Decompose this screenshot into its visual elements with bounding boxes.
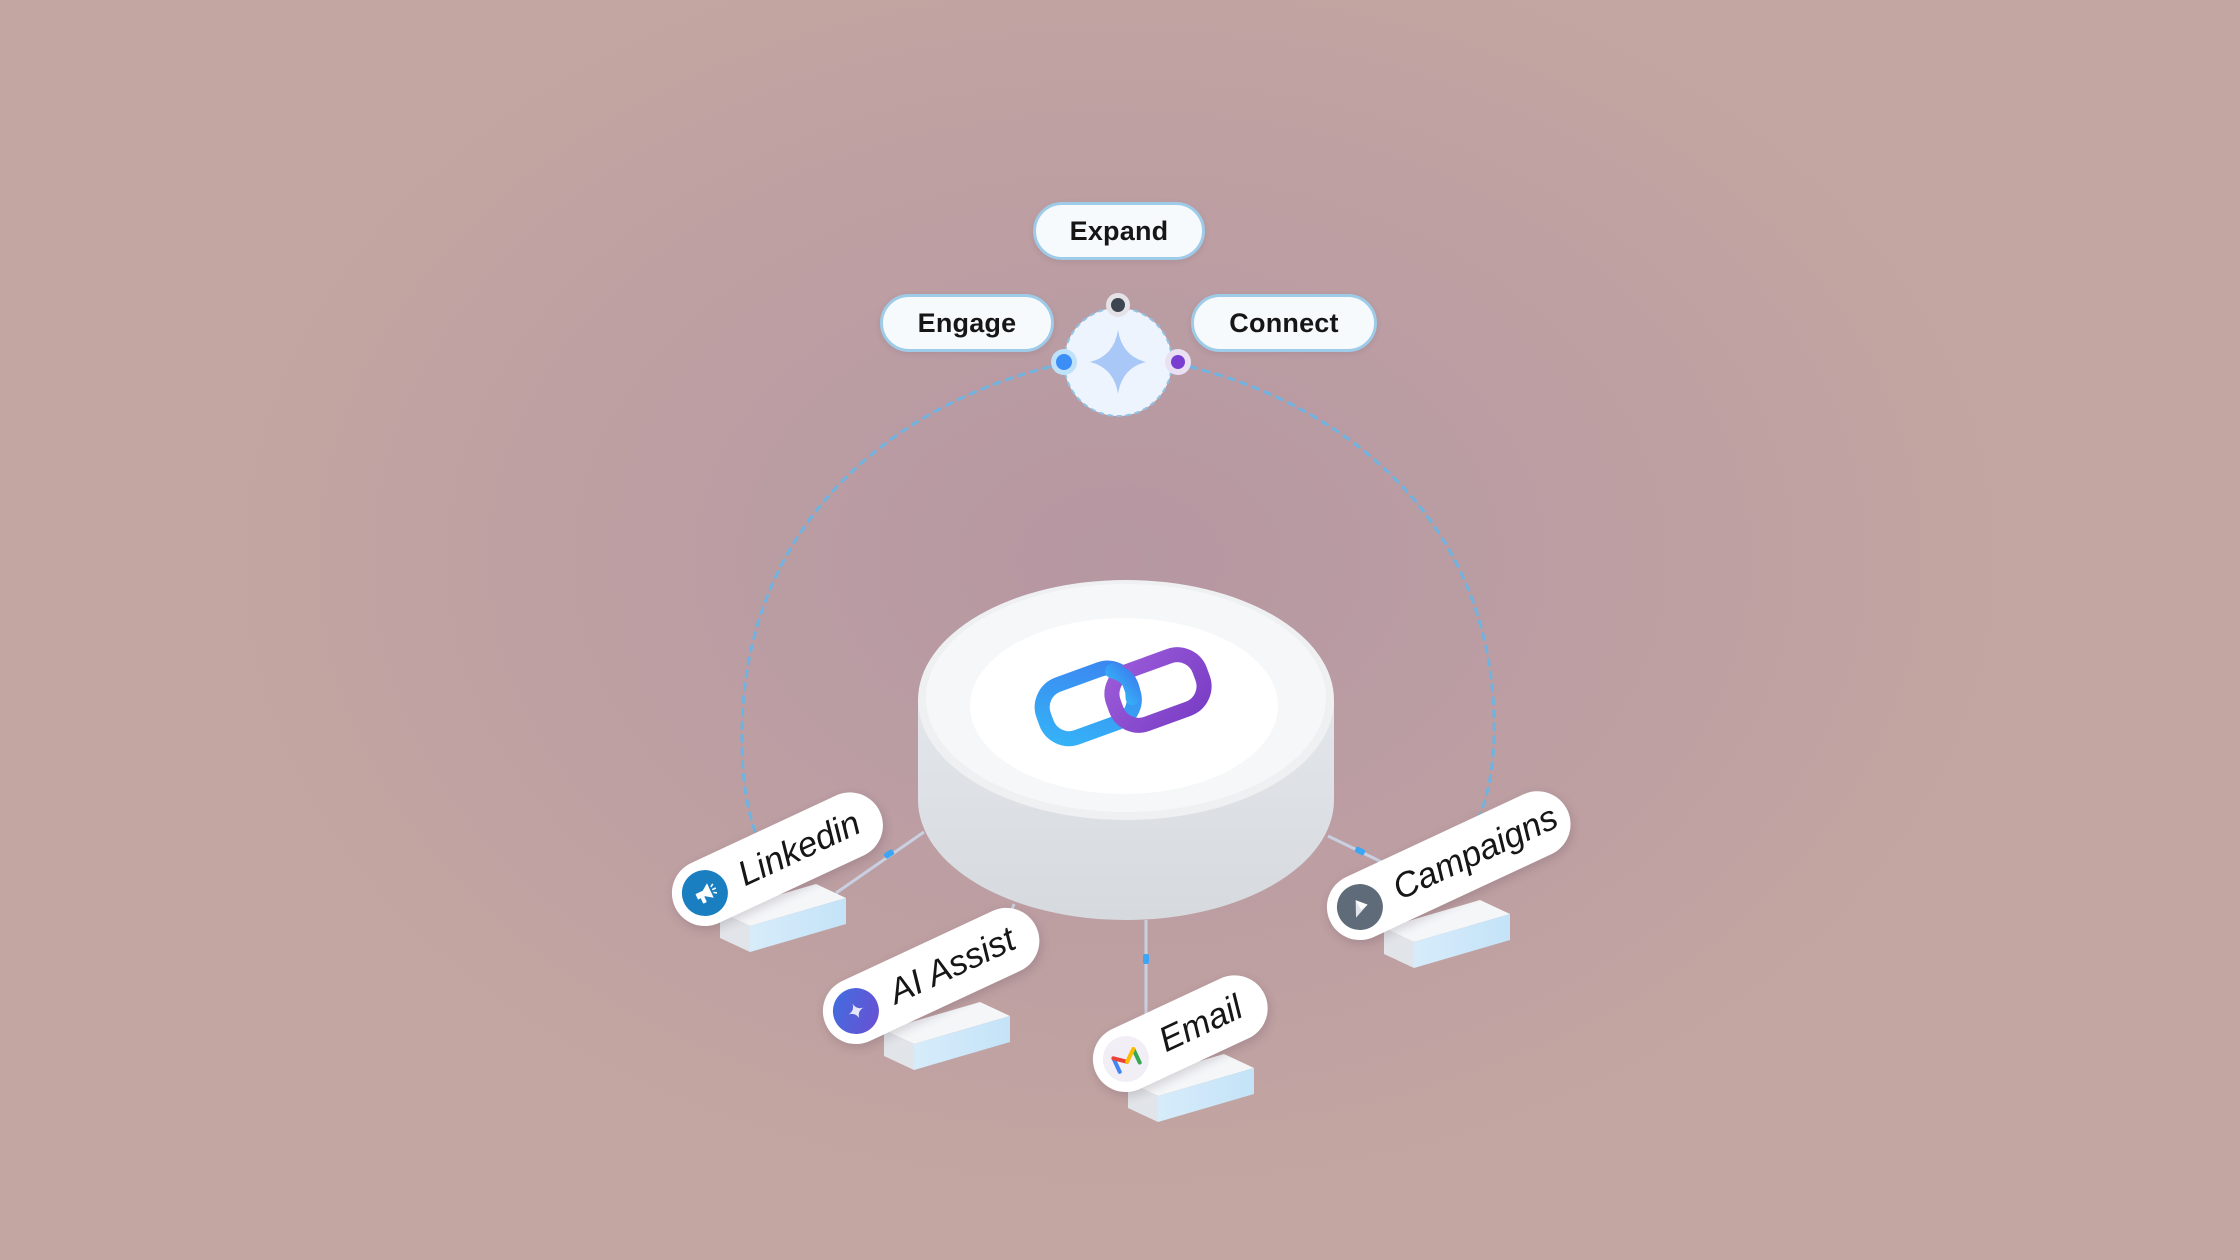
connect-label[interactable]: Connect: [1191, 294, 1377, 352]
top-node-dot: [1111, 298, 1125, 312]
sparkle-icon: [825, 980, 887, 1042]
orbit-arc: [740, 362, 1496, 847]
integration-card-ai-assist[interactable]: AI Assist: [812, 897, 1051, 1055]
right-node-dot: [1171, 355, 1185, 369]
hub-node[interactable]: [1051, 293, 1191, 417]
center-disc[interactable]: [918, 580, 1334, 920]
sparkle-icon: [1090, 330, 1146, 394]
connector-markers: [883, 846, 1366, 964]
card-bases: [720, 884, 1510, 1122]
megaphone-icon: [674, 862, 736, 924]
integration-card-email[interactable]: Email: [1082, 964, 1279, 1103]
expand-label[interactable]: Expand: [1033, 202, 1205, 260]
integration-card-campaigns[interactable]: Campaigns: [1316, 780, 1582, 951]
paper-plane-icon: [1329, 876, 1391, 938]
left-node-dot: [1056, 354, 1072, 370]
integration-card-linkedin[interactable]: Linkedin: [661, 781, 894, 937]
gmail-icon: [1095, 1028, 1157, 1090]
engage-label[interactable]: Engage: [880, 294, 1054, 352]
link-chain-icon: [1034, 647, 1212, 747]
